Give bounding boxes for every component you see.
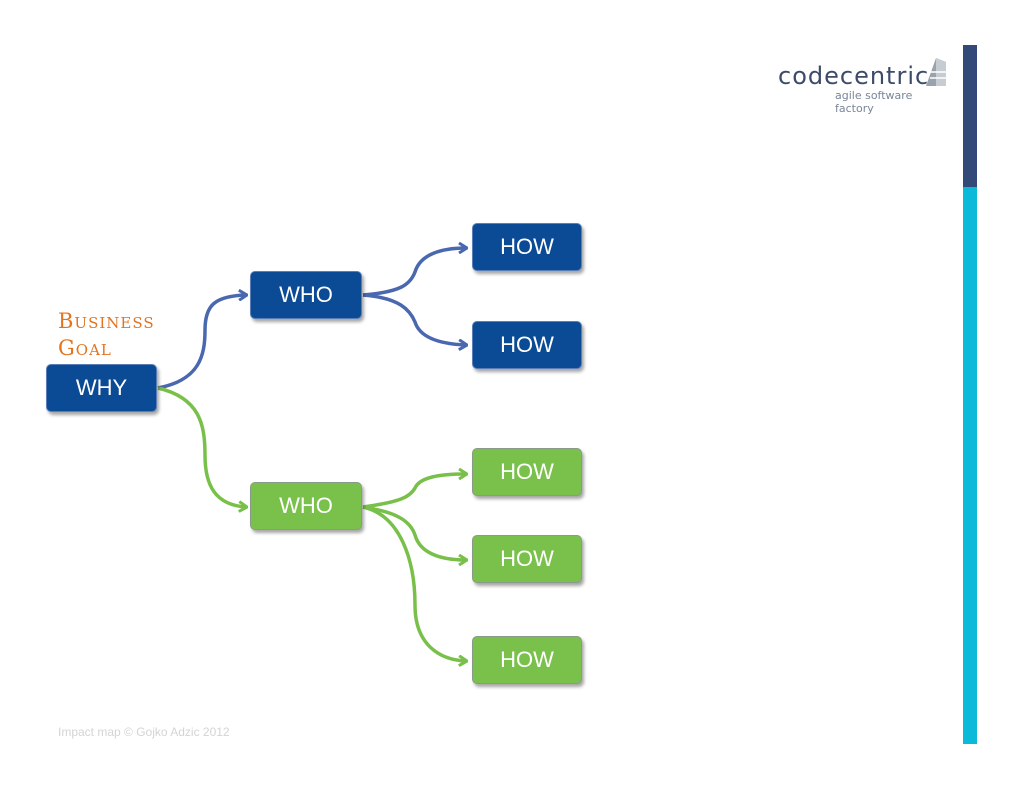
arrow-who-to-how-green-1	[362, 474, 466, 509]
node-how-blue-1: HOW	[472, 223, 582, 271]
footer-credit: Impact map © Gojko Adzic 2012	[58, 725, 230, 739]
business-goal-line-1: Business	[58, 309, 155, 333]
node-why: WHY	[46, 364, 157, 412]
node-how-green-1: HOW	[472, 448, 582, 496]
arrow-who-to-how-blue-1	[362, 248, 466, 297]
codecentric-logo: codecentric agile software factory	[778, 58, 950, 115]
node-how-green-3: HOW	[472, 636, 582, 684]
arrow-who-to-how-blue-2	[362, 293, 466, 345]
accent-bar-cyan	[963, 187, 977, 744]
logo-mark-icon	[926, 58, 946, 86]
logo-tagline: agile software factory	[835, 89, 913, 115]
business-goal-line-2: Goal	[58, 336, 112, 360]
node-how-blue-2: HOW	[472, 321, 582, 369]
node-who-blue: WHO	[250, 271, 362, 319]
arrow-why-to-who-green	[157, 386, 246, 507]
arrow-who-to-how-green-3	[362, 505, 466, 661]
accent-bar-dark	[963, 45, 977, 187]
arrow-who-to-how-green-2	[362, 505, 466, 560]
logo-text: codecentric	[778, 62, 930, 90]
arrow-why-to-who-blue	[157, 295, 246, 390]
business-goal-label: Business Goal	[58, 308, 155, 362]
node-who-green: WHO	[250, 482, 362, 530]
node-how-green-2: HOW	[472, 535, 582, 583]
